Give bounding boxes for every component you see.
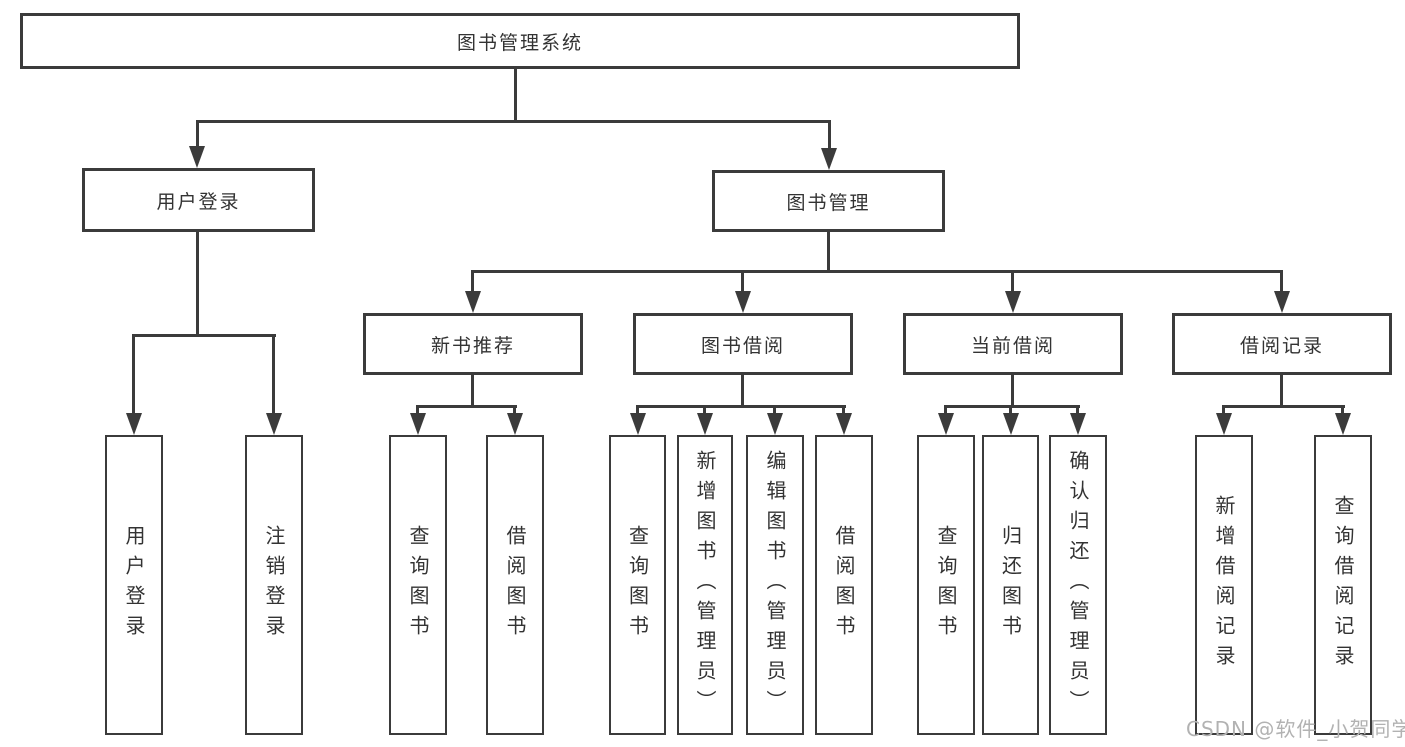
connector-current-stem <box>1011 375 1014 406</box>
connector-drop <box>703 405 706 419</box>
connector-drop <box>636 405 639 419</box>
arrow-down-icon <box>938 413 954 435</box>
connector-root-rail <box>196 120 831 123</box>
connector-records-stem <box>1280 375 1283 406</box>
leaf-borrowing-borrow-books-label: 借阅图书 <box>832 525 856 645</box>
node-root: 图书管理系统 <box>20 13 1020 69</box>
connector-drop-new-book <box>471 270 474 294</box>
connector-records-rail <box>1222 405 1345 408</box>
leaf-user-login: 用户登录 <box>105 435 163 735</box>
leaf-user-login-label: 用户登录 <box>122 525 146 645</box>
arrow-down-icon <box>1005 291 1021 313</box>
leaf-borrowing-borrow-books: 借阅图书 <box>815 435 873 735</box>
connector-drop-records <box>1280 270 1283 294</box>
arrow-down-icon <box>507 413 523 435</box>
node-borrow-records: 借阅记录 <box>1172 313 1392 375</box>
connector-drop <box>1222 405 1225 419</box>
leaf-records-query-record: 查询借阅记录 <box>1314 435 1372 735</box>
leaf-recommend-borrow-books: 借阅图书 <box>486 435 544 735</box>
leaf-borrowing-edit-books-admin-label: 编辑图书（管理员） <box>763 450 787 720</box>
leaf-logout-login-label: 注销登录 <box>262 525 286 645</box>
leaf-borrowing-add-books-admin-label: 新增图书（管理员） <box>693 450 717 720</box>
node-book-borrowing-label: 图书借阅 <box>700 334 785 357</box>
arrow-down-icon <box>465 291 481 313</box>
leaf-current-query-books-label: 查询图书 <box>934 525 958 645</box>
leaf-current-query-books: 查询图书 <box>917 435 975 735</box>
leaf-recommend-borrow-books-label: 借阅图书 <box>503 525 527 645</box>
node-current-borrowing-label: 当前借阅 <box>970 334 1055 357</box>
connector-new-book-stem <box>471 375 474 406</box>
watermark: CSDN @软件_小贺同学 <box>1186 717 1405 741</box>
arrow-down-icon <box>1335 413 1351 435</box>
arrow-down-icon <box>1003 413 1019 435</box>
connector-borrowing-rail <box>636 405 846 408</box>
arrow-down-icon <box>735 291 751 313</box>
leaf-current-confirm-return-admin-label: 确认归还（管理员） <box>1066 450 1090 720</box>
arrow-down-icon <box>1070 413 1086 435</box>
node-current-borrowing: 当前借阅 <box>903 313 1123 375</box>
connector-drop <box>773 405 776 419</box>
node-new-book-recommend-label: 新书推荐 <box>430 334 515 357</box>
arrow-down-icon <box>126 413 142 435</box>
node-user-login-label: 用户登录 <box>156 190 241 213</box>
connector-drop-user-login <box>196 120 199 150</box>
leaf-borrowing-query-books-label: 查询图书 <box>625 525 650 645</box>
connector-drop <box>513 405 516 419</box>
node-book-management: 图书管理 <box>712 170 945 232</box>
arrow-down-icon <box>1216 413 1232 435</box>
arrow-down-icon <box>410 413 426 435</box>
arrow-down-icon <box>266 413 282 435</box>
connector-borrowing-stem <box>741 375 744 406</box>
leaf-current-return-books: 归还图书 <box>982 435 1039 735</box>
connector-drop-leaf-logout <box>272 334 275 418</box>
node-book-management-label: 图书管理 <box>786 191 871 214</box>
arrow-down-icon <box>821 148 837 170</box>
leaf-records-add-record: 新增借阅记录 <box>1195 435 1253 735</box>
arrow-down-icon <box>836 413 852 435</box>
node-book-borrowing: 图书借阅 <box>633 313 853 375</box>
node-borrow-records-label: 借阅记录 <box>1239 334 1324 357</box>
connector-current-rail <box>944 405 1080 408</box>
connector-drop-current <box>1011 270 1014 294</box>
connector-user-login-stem <box>196 232 199 335</box>
leaf-records-query-record-label: 查询借阅记录 <box>1331 495 1355 675</box>
connector-user-login-rail <box>132 334 276 337</box>
connector-drop <box>944 405 947 419</box>
connector-book-management-rail <box>471 270 1283 273</box>
connector-drop <box>1009 405 1012 419</box>
leaf-current-return-books-label: 归还图书 <box>998 525 1023 645</box>
node-new-book-recommend: 新书推荐 <box>363 313 583 375</box>
arrow-down-icon <box>697 413 713 435</box>
leaf-recommend-query-books: 查询图书 <box>389 435 447 735</box>
node-root-label: 图书管理系统 <box>456 31 583 54</box>
leaf-logout-login: 注销登录 <box>245 435 303 735</box>
leaf-borrowing-add-books-admin: 新增图书（管理员） <box>677 435 733 735</box>
connector-root-stem <box>514 69 517 122</box>
leaf-borrowing-query-books: 查询图书 <box>609 435 666 735</box>
connector-drop <box>1341 405 1344 419</box>
connector-drop <box>842 405 845 419</box>
arrow-down-icon <box>767 413 783 435</box>
arrow-down-icon <box>1274 291 1290 313</box>
leaf-records-add-record-label: 新增借阅记录 <box>1212 495 1236 675</box>
connector-drop-borrowing <box>741 270 744 294</box>
connector-drop <box>1076 405 1079 419</box>
arrow-down-icon <box>189 146 205 168</box>
connector-book-management-stem <box>827 232 830 271</box>
node-user-login: 用户登录 <box>82 168 315 232</box>
leaf-current-confirm-return-admin: 确认归还（管理员） <box>1049 435 1107 735</box>
connector-drop-book-management <box>828 120 831 150</box>
connector-drop <box>416 405 419 419</box>
connector-new-book-rail <box>416 405 517 408</box>
arrow-down-icon <box>630 413 646 435</box>
connector-drop-leaf-login <box>132 334 135 418</box>
leaf-borrowing-edit-books-admin: 编辑图书（管理员） <box>746 435 804 735</box>
leaf-recommend-query-books-label: 查询图书 <box>406 525 430 645</box>
